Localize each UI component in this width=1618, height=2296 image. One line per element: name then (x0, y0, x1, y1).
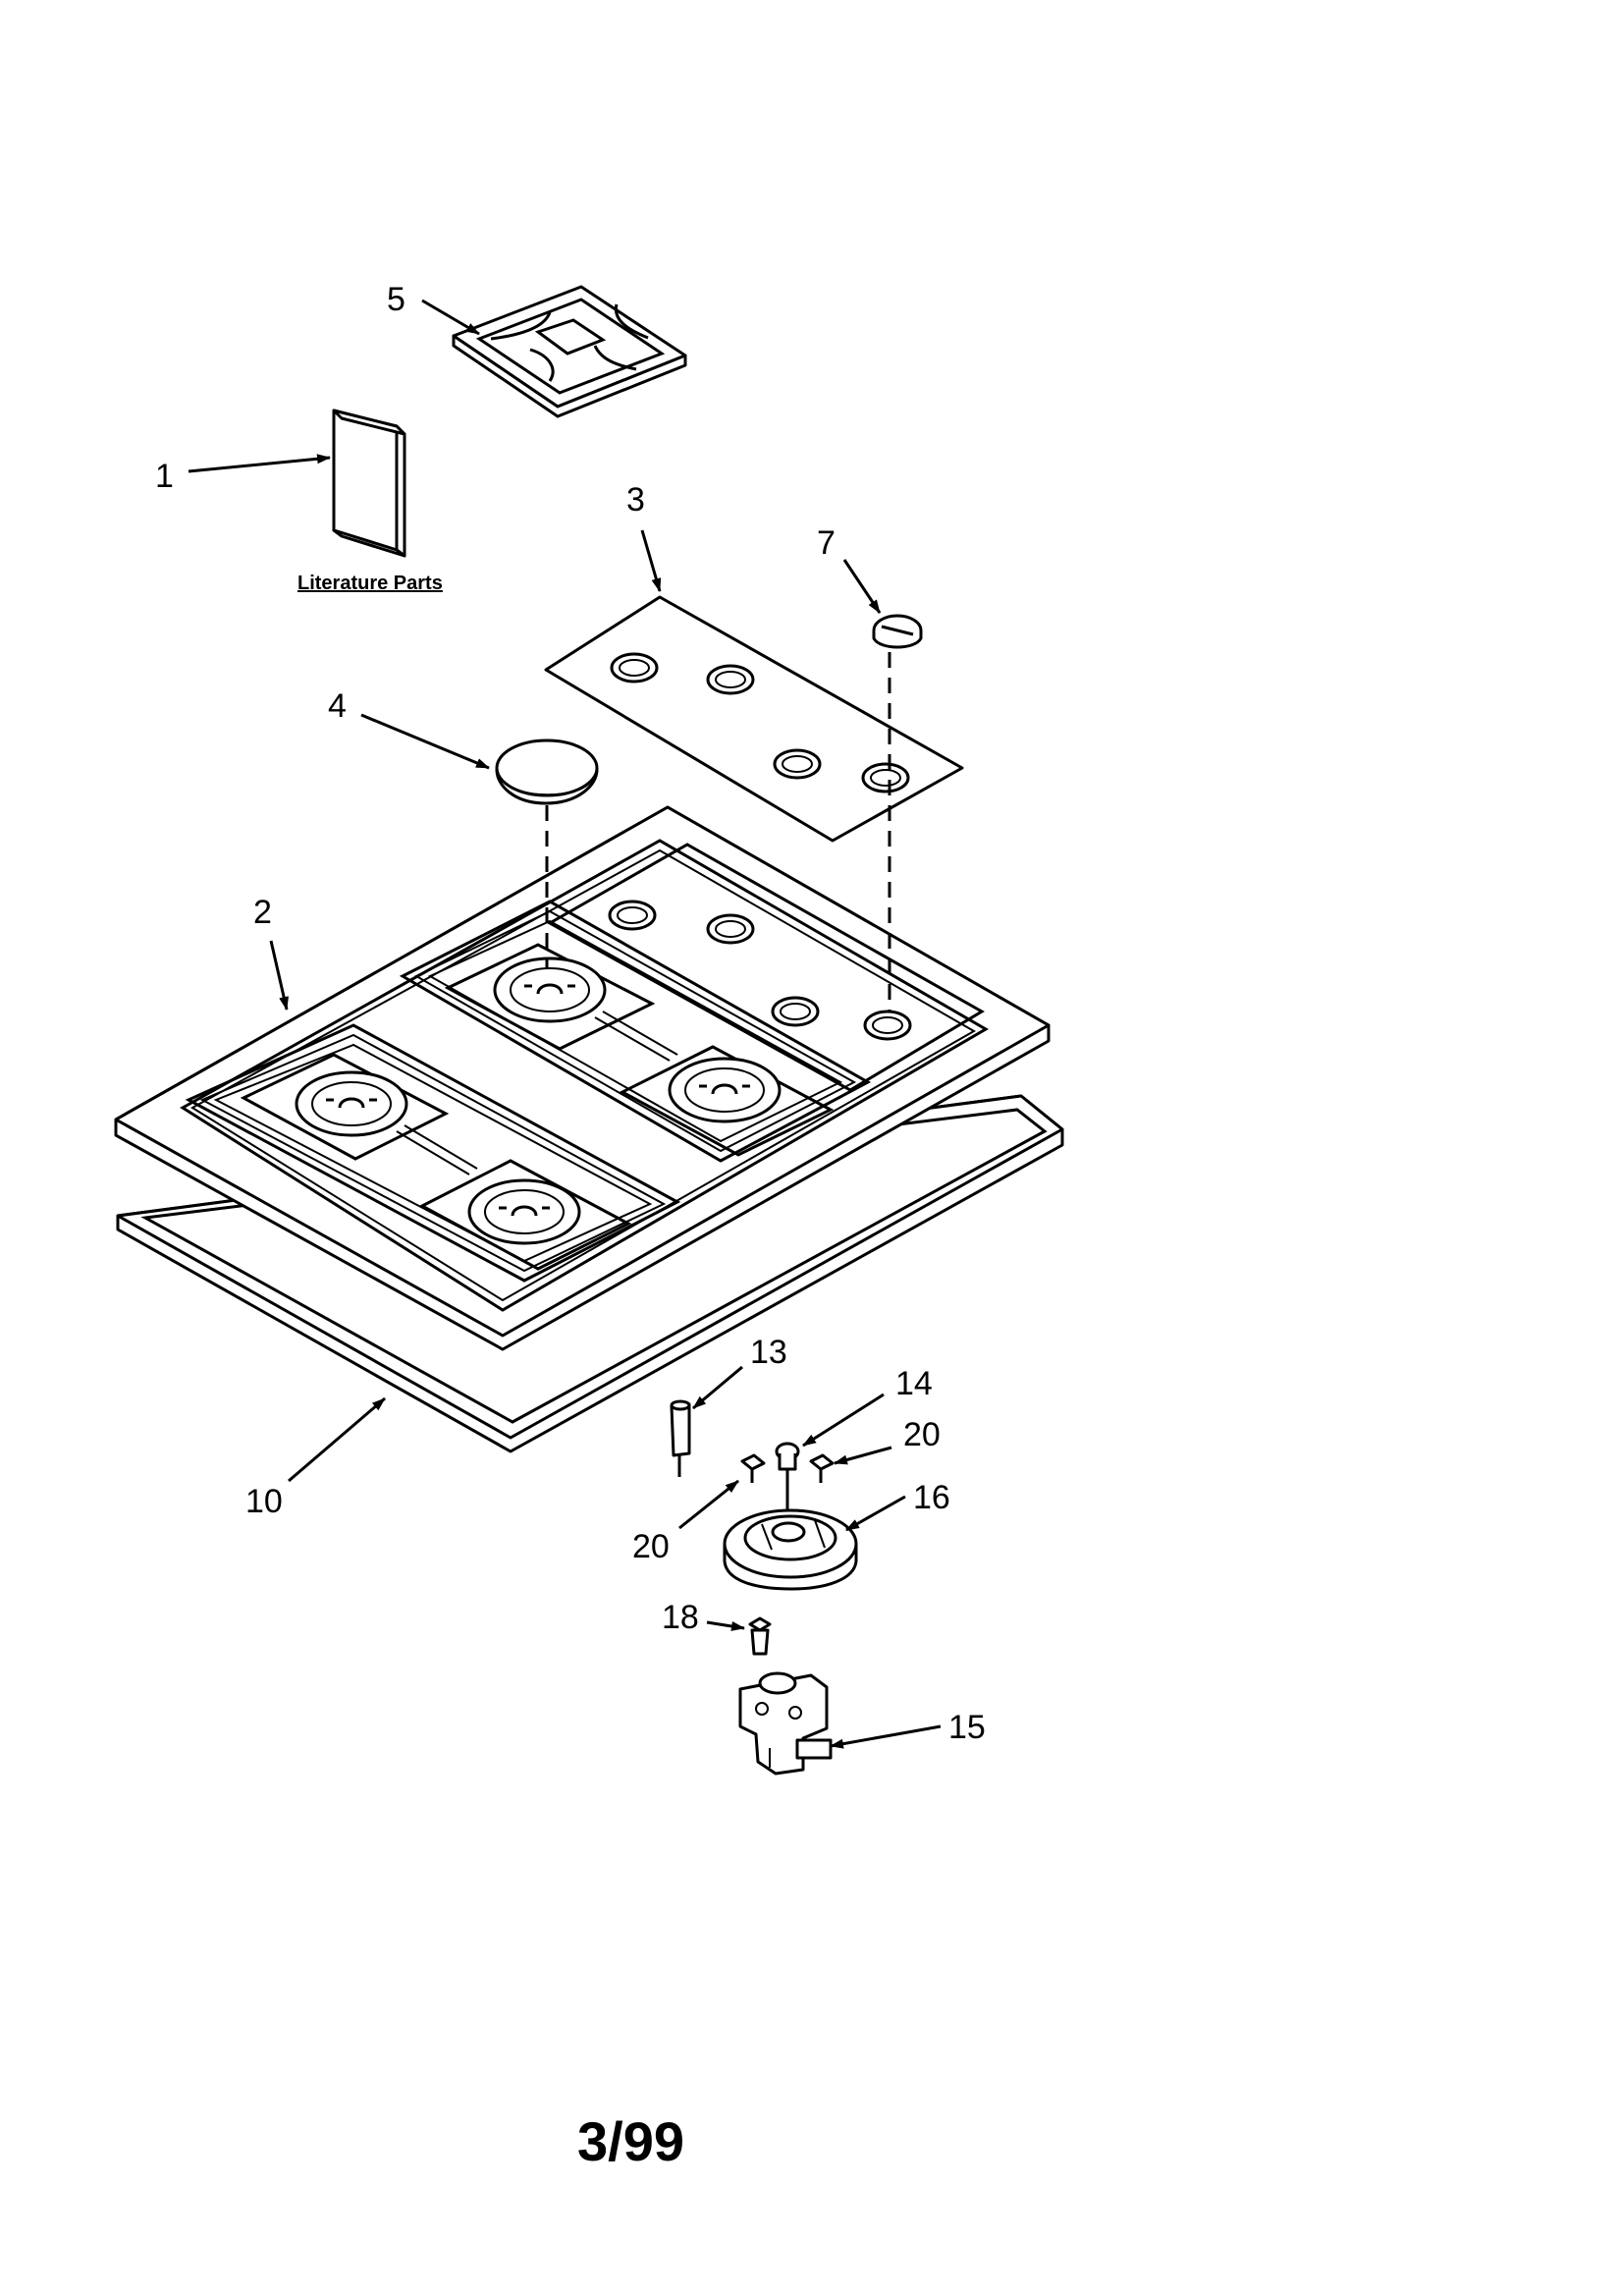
callout-16: 16 (913, 1479, 950, 1516)
igniter-electrode (670, 1399, 691, 1477)
callout-10: 10 (245, 1483, 283, 1520)
callout-5: 5 (387, 281, 405, 318)
leader-lines (188, 299, 942, 1749)
revision-code: 3/99 (577, 2110, 684, 2172)
screw-14 (775, 1442, 800, 1512)
screw-20-right (809, 1453, 835, 1483)
callout-15: 15 (948, 1709, 986, 1746)
screw-18 (748, 1616, 772, 1656)
burner-grate (452, 285, 687, 418)
literature-parts-label: Literature Parts (297, 573, 443, 594)
control-knob (872, 614, 923, 649)
screw-20-left (740, 1453, 766, 1483)
callout-20-right: 20 (903, 1416, 941, 1453)
callout-3: 3 (626, 481, 645, 519)
callout-7: 7 (817, 524, 836, 562)
callout-1: 1 (155, 458, 174, 495)
callout-20-left: 20 (632, 1528, 670, 1565)
gas-valve (738, 1671, 833, 1776)
cooktop-main-top (114, 805, 1051, 1351)
burner-base (723, 1508, 858, 1591)
control-panel-overlay (544, 595, 964, 843)
callout-4: 4 (328, 687, 347, 725)
callout-2: 2 (253, 894, 272, 931)
literature-booklet (332, 409, 406, 558)
callout-18: 18 (662, 1599, 699, 1636)
callout-14: 14 (895, 1365, 933, 1402)
burner-cap (495, 738, 599, 805)
callout-13: 13 (750, 1334, 787, 1371)
